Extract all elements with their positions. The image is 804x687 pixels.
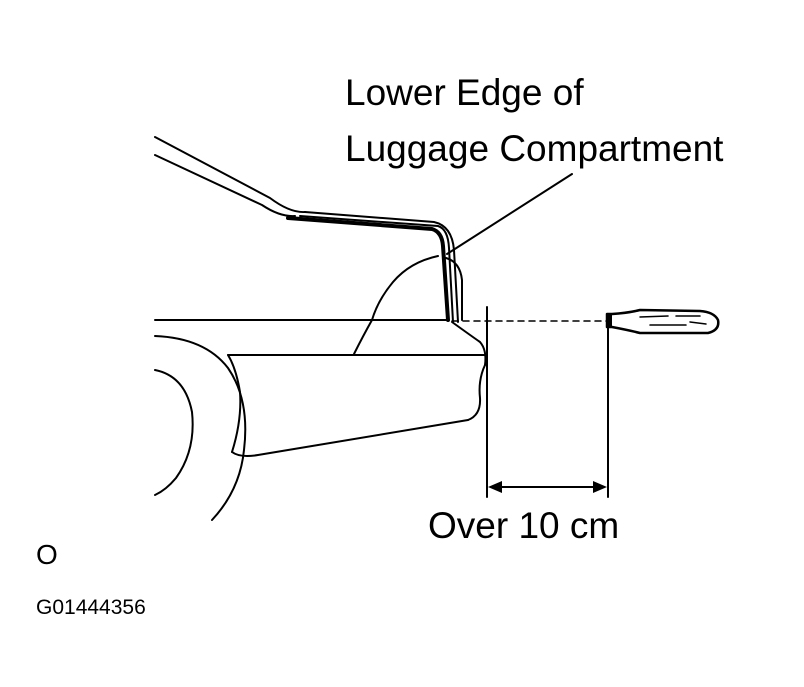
trunk-lid-edge bbox=[286, 211, 459, 323]
callout-leader-line bbox=[446, 173, 573, 255]
callout-label-line-2: Luggage Compartment bbox=[345, 128, 724, 169]
view-marker: O bbox=[36, 539, 58, 570]
rear-window-outline bbox=[154, 136, 306, 218]
figure-code: G01444356 bbox=[36, 596, 146, 619]
rear-fender bbox=[353, 255, 463, 355]
rear-bumper bbox=[227, 321, 488, 457]
dimension-label: Over 10 cm bbox=[428, 505, 620, 546]
flashlight-icon bbox=[605, 308, 720, 335]
dimension-line bbox=[488, 481, 607, 493]
callout-label-line-1: Lower Edge of bbox=[345, 72, 584, 113]
rear-wheel bbox=[154, 335, 247, 521]
